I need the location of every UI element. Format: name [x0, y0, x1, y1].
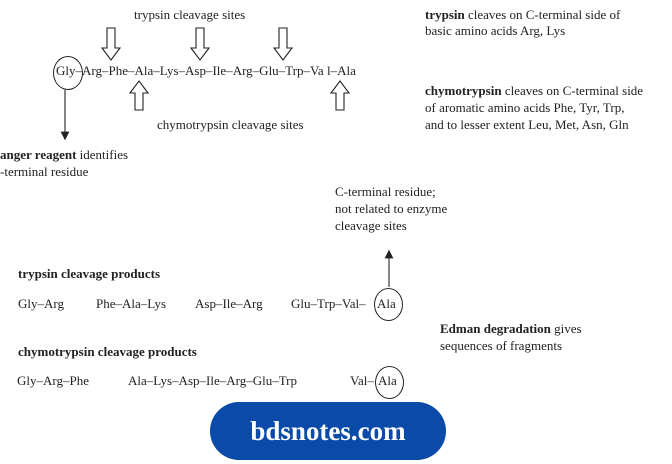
edman-note-line2: sequences of fragments [440, 338, 563, 353]
sanger-note-line2: -terminal residue [0, 164, 89, 179]
watermark-logo: bdsnotes.com [210, 402, 446, 460]
sanger-note: anger reagent identifies [0, 147, 129, 162]
cterm-note-line3: cleavage sites [335, 218, 407, 233]
trypsin-note: trypsin cleaves on C-terminal side of [425, 7, 621, 22]
c-terminal-circle [375, 366, 404, 399]
peptide-sequence: Gly–Arg–Phe–Ala–Lys–Asp–Ile–Arg–Glu–Trp–… [56, 63, 356, 78]
trypsin-site-arrow-icon [272, 27, 294, 61]
trypsin-fragment: Gly–Arg [18, 296, 64, 311]
chymotrypsin-sites-label: chymotrypsin cleavage sites [157, 117, 304, 132]
chymotrypsin-site-arrow-icon [128, 80, 150, 111]
trypsin-fragment-cterm: Ala [377, 296, 396, 311]
trypsin-products-title: trypsin cleavage products [18, 266, 161, 281]
trypsin-fragment: Asp–Ile–Arg [195, 296, 263, 311]
chymotrypsin-site-arrow-icon [329, 80, 351, 111]
cterm-note-line2: not related to enzyme [335, 201, 448, 216]
trypsin-site-arrow-icon [100, 27, 122, 61]
trypsin-note-line2: basic amino acids Arg, Lys [425, 23, 566, 38]
chymotrypsin-fragment-cterm: Ala [378, 373, 397, 388]
trypsin-site-arrow-icon [189, 27, 211, 61]
chymotrypsin-fragment: Val– [350, 373, 374, 388]
chymotrypsin-note-line3: and to lesser extent Leu, Met, Asn, Gln [425, 117, 629, 132]
chymotrypsin-note-line2: of aromatic amino acids Phe, Tyr, Trp, [425, 100, 625, 115]
cterm-note-line1: C-terminal residue; [335, 184, 436, 199]
chymotrypsin-fragment: Gly–Arg–Phe [17, 373, 89, 388]
chymotrypsin-note: chymotrypsin cleaves on C-terminal side [425, 83, 644, 98]
c-terminal-circle [374, 288, 403, 321]
edman-note: Edman degradation gives [440, 321, 582, 336]
n-terminal-circle [53, 56, 83, 90]
chymotrypsin-fragment: Ala–Lys–Asp–Ile–Arg–Glu–Trp [128, 373, 298, 388]
trypsin-sites-label: trypsin cleavage sites [134, 7, 246, 22]
chymotrypsin-products-title: chymotrypsin cleavage products [18, 344, 197, 359]
trypsin-fragment: Phe–Ala–Lys [96, 296, 167, 311]
trypsin-fragment: Glu–Trp–Val– [291, 296, 366, 311]
